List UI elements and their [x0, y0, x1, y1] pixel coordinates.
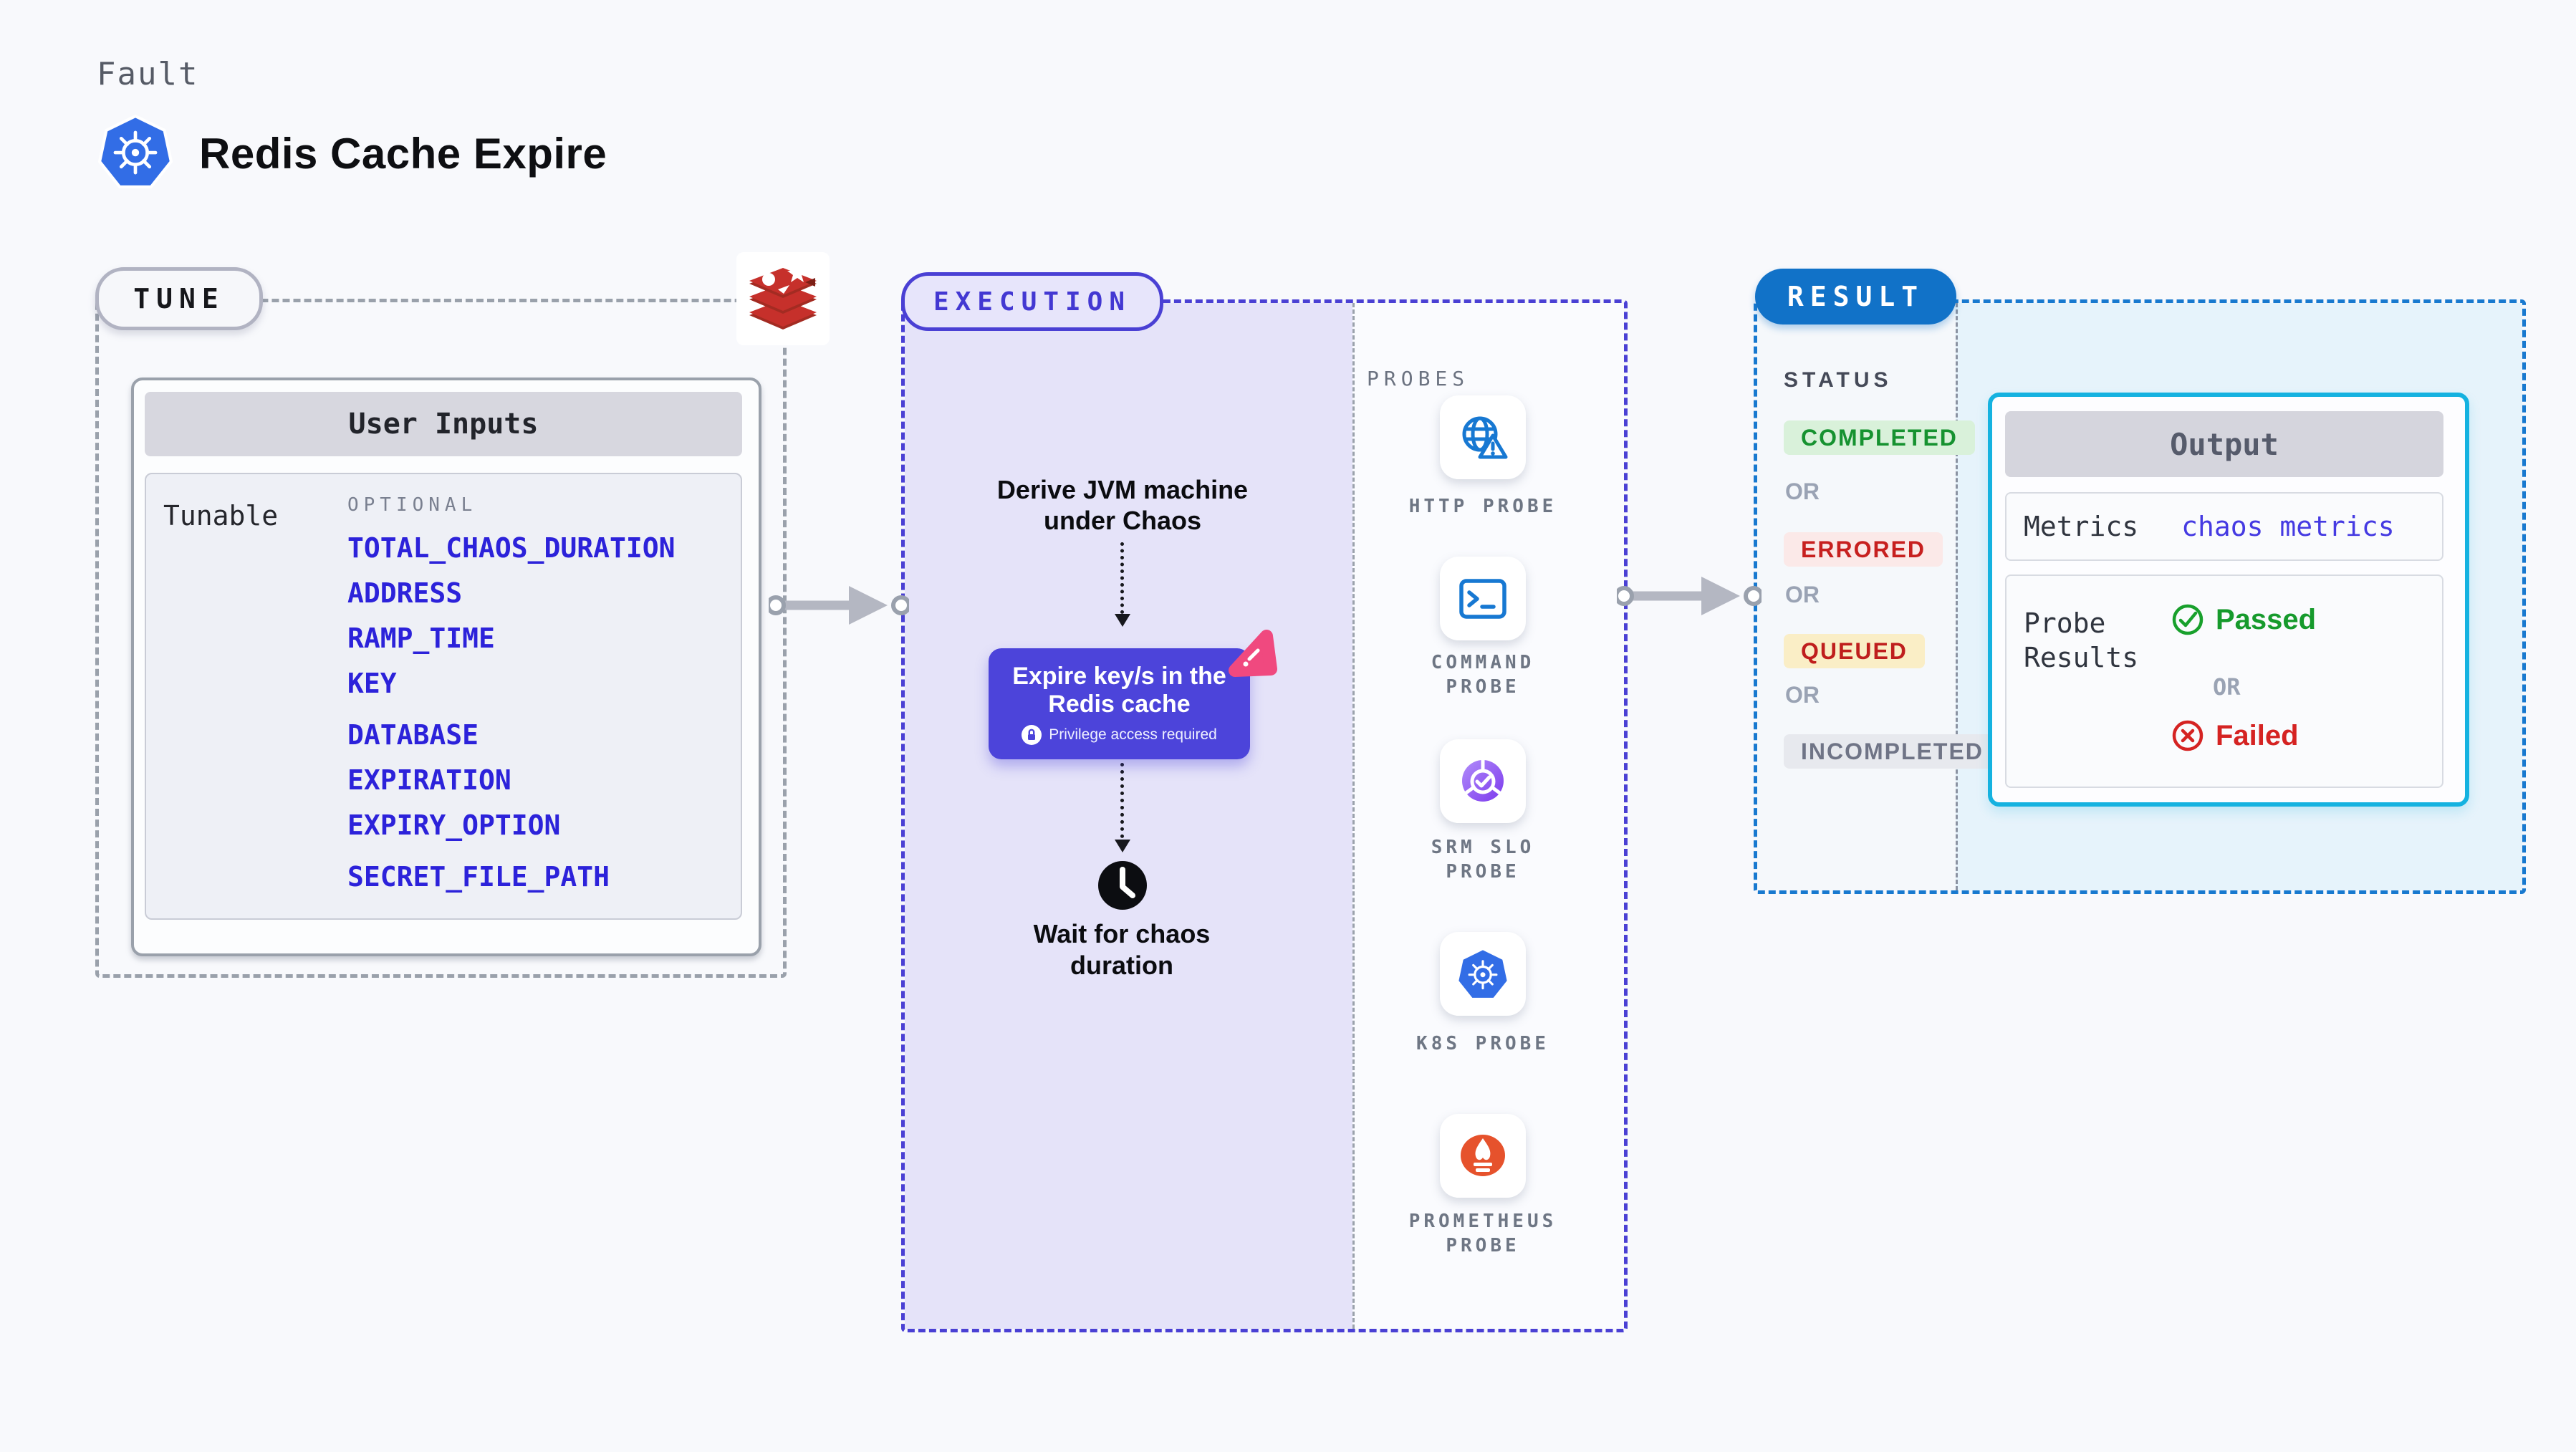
probe-label: PROMETHEUS PROBE: [1408, 1211, 1557, 1256]
tune-to-execution-arrow: [769, 586, 909, 625]
input-var-link[interactable]: RAMP_TIME: [347, 622, 495, 654]
tunable-label: Tunable: [163, 500, 279, 532]
or-separator: OR: [1785, 582, 1820, 607]
probe-results-row: Probe Results Passed OR Failed: [2005, 574, 2443, 788]
fault-step-title: Expire key/s in the Redis cache: [1012, 663, 1226, 718]
wait-step-text: Wait for chaos duration: [1033, 919, 1211, 980]
x-circle-icon: [2172, 720, 2203, 751]
command-probe-card: [1440, 557, 1526, 640]
chaos-experiment-badge-icon: [1229, 630, 1277, 677]
probe-results-label: Probe Results: [2024, 607, 2139, 673]
output-title: Output: [2005, 411, 2443, 477]
user-inputs-title: User Inputs: [145, 392, 742, 456]
chaos-metrics-link[interactable]: chaos metrics: [2181, 511, 2395, 542]
status-badge-queued: QUEUED: [1784, 634, 1925, 668]
k8s-probe-card: [1440, 932, 1526, 1016]
probe-label: HTTP PROBE: [1408, 496, 1557, 517]
slo-gauge-check-icon: [1462, 758, 1504, 802]
lock-icon: [1022, 725, 1042, 745]
tune-section-pill: TUNE: [95, 267, 263, 330]
privilege-note: Privilege access required: [1049, 726, 1217, 743]
redis-icon: [736, 252, 830, 345]
page-title: Redis Cache Expire: [199, 130, 607, 178]
output-card: Output Metrics chaos metrics Probe Resul…: [1988, 393, 2469, 807]
srm-slo-probe-card: [1440, 739, 1526, 823]
globe-alert-icon: [1462, 416, 1508, 458]
probe-label: SRM SLO PROBE: [1431, 837, 1535, 883]
execution-to-result-arrow: [1617, 577, 1762, 615]
derive-step-text: Derive JVM machine under Chaos: [996, 475, 1249, 535]
or-separator: OR: [2213, 673, 2241, 701]
fault-kicker: Fault: [97, 56, 199, 92]
metrics-label: Metrics: [2024, 511, 2139, 542]
flow-connector: [1120, 763, 1124, 838]
input-var-link[interactable]: EXPIRATION: [347, 764, 511, 796]
optional-group-label: OPTIONAL: [347, 494, 478, 516]
or-separator: OR: [1785, 682, 1820, 708]
input-var-link[interactable]: EXPIRY_OPTION: [347, 809, 561, 841]
terminal-icon: [1459, 578, 1506, 619]
input-var-link[interactable]: SECRET_FILE_PATH: [347, 861, 610, 893]
execution-flow-area: [905, 303, 1352, 1329]
input-var-link[interactable]: DATABASE: [347, 719, 479, 751]
check-circle-icon: [2172, 604, 2203, 635]
flow-connector: [1120, 542, 1124, 614]
http-probe-card: [1440, 395, 1526, 479]
kubernetes-icon: [98, 115, 173, 188]
fault-step-card: Expire key/s in the Redis cache Privileg…: [989, 648, 1250, 759]
result-section-pill: RESULT: [1755, 269, 1956, 324]
prometheus-flame-icon: [1461, 1134, 1505, 1176]
tune-section-border: [95, 299, 787, 978]
failed-label: Failed: [2216, 719, 2299, 751]
probe-label: COMMAND PROBE: [1431, 652, 1535, 698]
passed-result: Passed: [2171, 603, 2316, 636]
input-var-link[interactable]: TOTAL_CHAOS_DURATION: [347, 532, 676, 564]
failed-result: Failed: [2171, 719, 2299, 752]
input-var-link[interactable]: KEY: [347, 668, 397, 699]
metrics-row: Metrics chaos metrics: [2005, 492, 2443, 561]
prometheus-probe-card: [1440, 1114, 1526, 1198]
execution-section-pill: EXECUTION: [901, 272, 1163, 331]
user-inputs-card: User Inputs Tunable OPTIONAL TOTAL_CHAOS…: [131, 378, 761, 956]
status-badge-incompleted: INCOMPLETED: [1784, 734, 2001, 769]
status-column-label: STATUS: [1784, 368, 1893, 392]
or-separator: OR: [1785, 479, 1820, 504]
probes-column-label: PROBES: [1367, 367, 1470, 390]
status-badge-errored: ERRORED: [1784, 532, 1943, 567]
optional-inputs-column: OPTIONAL TOTAL_CHAOS_DURATION ADDRESS RA…: [347, 494, 676, 908]
input-var-link[interactable]: ADDRESS: [347, 577, 463, 609]
status-badge-completed: COMPLETED: [1784, 420, 1975, 455]
probe-label: K8S PROBE: [1416, 1033, 1549, 1054]
passed-label: Passed: [2216, 603, 2317, 635]
arrow-down-icon: [1115, 614, 1130, 627]
user-inputs-panel: Tunable OPTIONAL TOTAL_CHAOS_DURATION AD…: [145, 473, 742, 920]
status-column-area: [1757, 303, 1956, 890]
clock-icon: [1098, 861, 1147, 910]
arrow-down-icon: [1115, 840, 1130, 852]
kubernetes-icon: [1458, 949, 1507, 998]
